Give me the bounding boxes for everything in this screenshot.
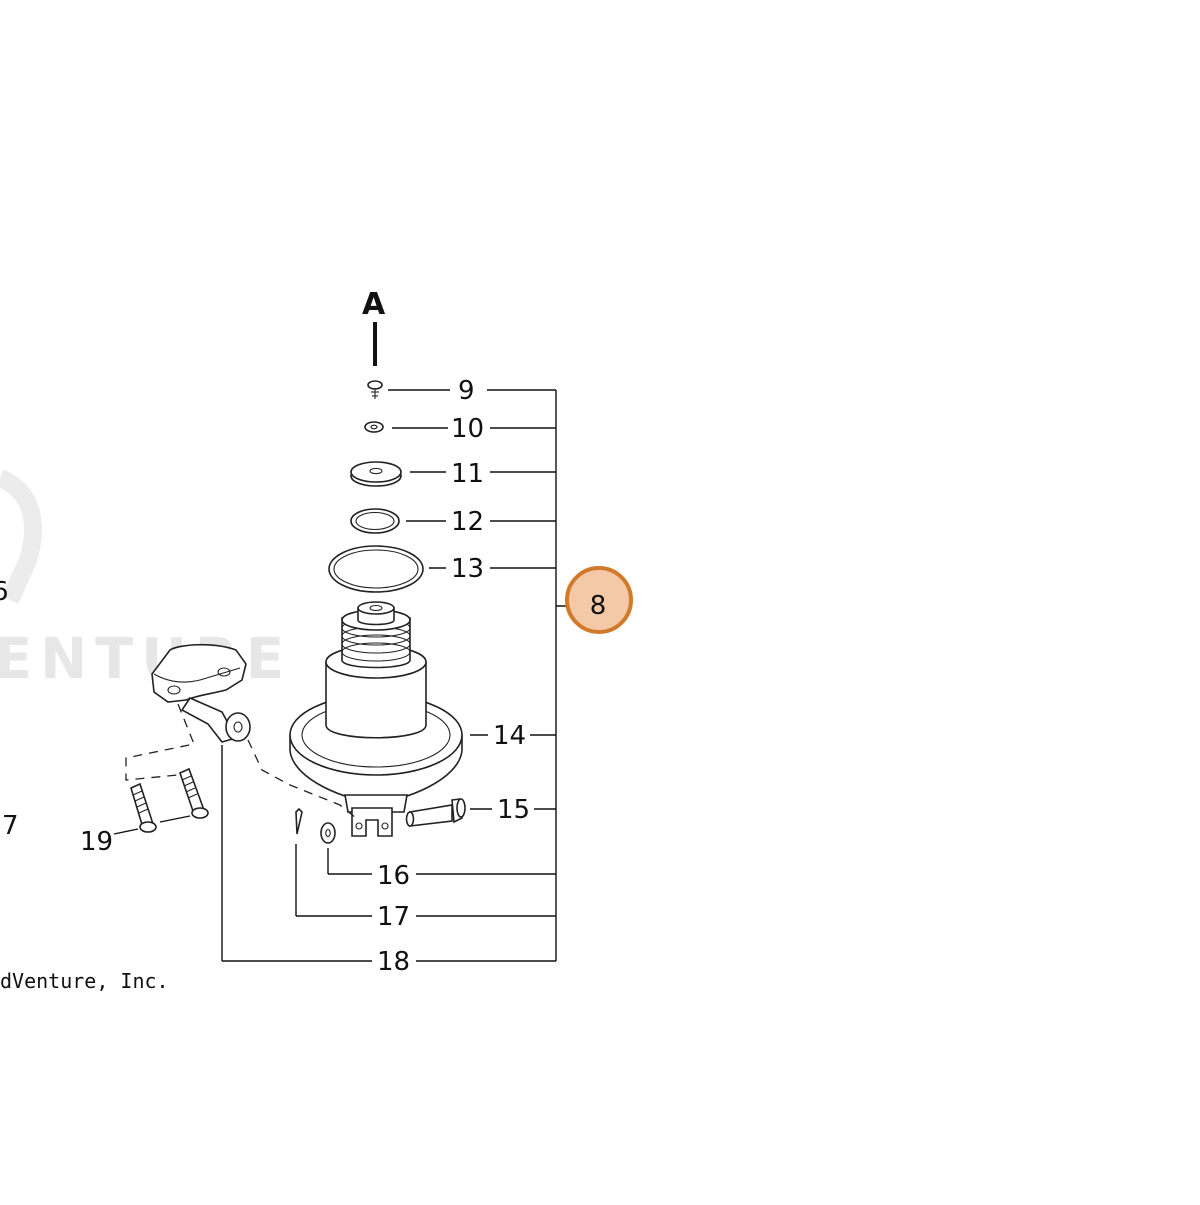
bracket-group-8 <box>416 389 586 962</box>
callout-14: 14 <box>493 721 526 751</box>
callout-10: 10 <box>451 414 484 444</box>
callout-6-cropped: 6 <box>0 577 9 607</box>
watermark-text: ENTURE <box>0 627 292 692</box>
part-10-washer <box>364 421 448 433</box>
part-18-lever <box>125 643 372 962</box>
part-13-large-o-ring <box>328 545 446 593</box>
part-16-washer <box>320 822 372 875</box>
part-14-valve-body <box>289 601 488 837</box>
watermark-logo-mark <box>0 469 42 604</box>
callout-11: 11 <box>451 459 484 489</box>
view-letter: A <box>362 287 386 322</box>
part-11-washer <box>350 461 446 487</box>
highlight-callout-8[interactable]: 8 <box>565 566 633 634</box>
part-15-clevis-pin <box>405 798 492 827</box>
part-12-o-ring <box>350 508 446 534</box>
part-19-screws <box>113 767 209 835</box>
callout-9: 9 <box>458 376 475 406</box>
callout-15: 15 <box>497 795 530 825</box>
watermark: ENTURE <box>0 469 292 692</box>
callout-7-cropped: 7 <box>2 811 19 841</box>
callout-12: 12 <box>451 507 484 537</box>
callout-17: 17 <box>377 902 410 932</box>
highlight-circle[interactable] <box>565 566 633 634</box>
callout-8: 8 <box>590 591 607 621</box>
callout-13: 13 <box>451 554 484 584</box>
part-9-screw <box>367 380 450 399</box>
callout-18: 18 <box>377 947 410 977</box>
callout-19: 19 <box>80 827 113 857</box>
part-17-cotter-pin <box>295 807 372 917</box>
callout-16: 16 <box>377 861 410 891</box>
copyright-text: dVenture, Inc. <box>0 969 169 993</box>
